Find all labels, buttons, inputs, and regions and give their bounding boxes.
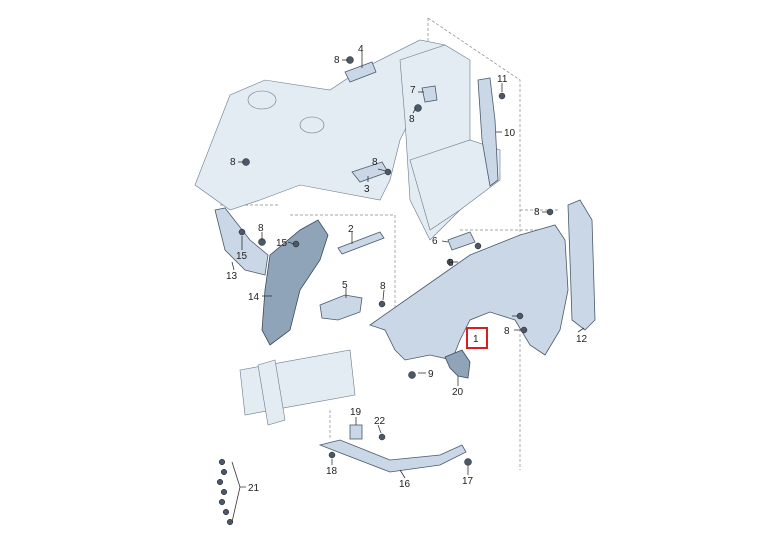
label-part-8-g: 8: [534, 207, 540, 218]
bolts: [216, 56, 554, 526]
label-part-8-i: 8: [448, 258, 454, 269]
part-1-fender: [369, 224, 569, 361]
label-part-10: 10: [504, 128, 516, 139]
label-part-8-b: 8: [230, 157, 236, 168]
part-7-bracket: [421, 85, 438, 103]
part-20-bracket: [444, 349, 471, 379]
part-labels: 1 2 3 4 5 6 7 8 8 8 8 8 8 8 8 8 9 10 11 …: [226, 44, 588, 494]
label-part-8-d: 8: [372, 157, 378, 168]
part-5-bracket: [319, 294, 363, 321]
label-part-13: 13: [226, 271, 238, 282]
part-14-liner: [261, 219, 329, 346]
label-part-18: 18: [326, 466, 338, 477]
leader-lines: [231, 52, 585, 523]
label-part-16: 16: [399, 479, 411, 490]
label-part-2: 2: [348, 224, 354, 235]
label-part-17: 17: [462, 476, 474, 487]
label-part-19: 19: [350, 407, 362, 418]
label-part-8-f: 8: [380, 281, 386, 292]
label-part-8-a: 8: [334, 55, 340, 66]
label-part-7: 7: [410, 85, 416, 96]
part-2-strip: [337, 231, 385, 255]
label-part-3: 3: [364, 184, 370, 195]
label-part-6: 6: [432, 236, 438, 247]
label-part-21: 21: [248, 483, 260, 494]
label-part-12: 12: [576, 334, 588, 345]
part-6-bracket: [447, 231, 476, 251]
label-part-5: 5: [342, 280, 348, 291]
part-13-bracket: [214, 207, 269, 276]
part-12-panel: [567, 199, 596, 331]
part-1-highlight-box: [466, 327, 488, 349]
label-part-9: 9: [428, 369, 434, 380]
label-part-8-h: 8: [504, 326, 510, 337]
label-part-8-e: 8: [258, 223, 264, 234]
label-part-15-b: 15: [276, 238, 288, 249]
label-part-14: 14: [248, 292, 260, 303]
front-body-structure: [194, 39, 501, 241]
part-19-clip: [349, 424, 363, 440]
label-part-22: 22: [374, 416, 386, 427]
label-part-20: 20: [452, 387, 464, 398]
label-part-8-c: 8: [409, 114, 415, 125]
label-part-4: 4: [358, 44, 364, 55]
part-4-bracket: [344, 61, 377, 83]
cooler-assembly: [239, 349, 356, 426]
label-part-15-a: 15: [236, 251, 248, 262]
label-part-11: 11: [497, 74, 508, 85]
part-16-strip: [318, 439, 467, 473]
dashed-guides: [220, 17, 560, 470]
label-part-1: 1: [473, 334, 479, 345]
part-10-bracket: [477, 77, 499, 187]
